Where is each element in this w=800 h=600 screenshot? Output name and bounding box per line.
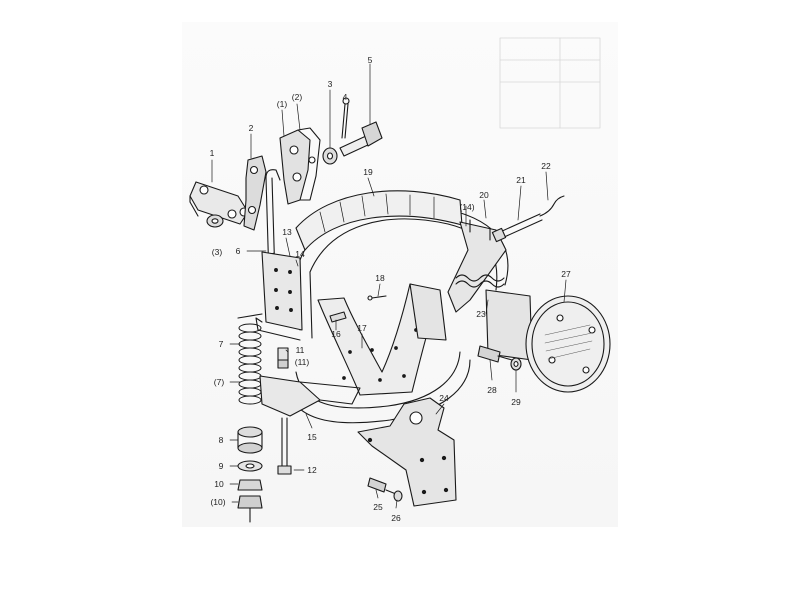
part-7-spring-stack bbox=[237, 313, 263, 405]
part-3b-washer bbox=[206, 214, 224, 228]
part-label-6: 6 bbox=[235, 246, 241, 256]
part-label-21: 21 bbox=[516, 175, 526, 185]
part-label-20: 20 bbox=[479, 190, 489, 200]
part-28-bolt bbox=[477, 345, 513, 363]
part-8-spring-cup bbox=[237, 426, 263, 454]
part-label-16: 16 bbox=[331, 329, 341, 339]
part-16-rivet bbox=[329, 311, 347, 323]
part-label-11: 11 bbox=[295, 345, 305, 355]
part-label-4: 4 bbox=[342, 92, 348, 102]
part-label-14b: (14) bbox=[459, 202, 475, 212]
part-label-19: 19 bbox=[363, 167, 373, 177]
part-label-8: 8 bbox=[218, 435, 224, 445]
part-11-bushing bbox=[277, 347, 289, 369]
leader-lines bbox=[211, 63, 567, 509]
part-9-washer bbox=[237, 460, 263, 472]
part-label-7: 7 bbox=[218, 339, 224, 349]
part-label-17: 17 bbox=[357, 323, 367, 333]
part-label-10b: (10) bbox=[210, 497, 226, 507]
part-label-13: 13 bbox=[282, 227, 292, 237]
part-label-2: 2 bbox=[248, 123, 254, 133]
part-13-14-band-end-block bbox=[255, 251, 303, 341]
part-27-brake-drum bbox=[485, 289, 611, 393]
part-1-link-plate bbox=[189, 181, 249, 225]
part-label-29: 29 bbox=[511, 397, 521, 407]
part-label-11b: (11) bbox=[294, 357, 310, 367]
part-label-27: 27 bbox=[561, 269, 571, 279]
part-label-2b: (2) bbox=[291, 92, 303, 102]
part-4-split-pin bbox=[341, 97, 350, 139]
part-label-3b: (3) bbox=[211, 247, 223, 257]
part-26-washer bbox=[393, 490, 403, 502]
part-12-bolt bbox=[277, 417, 292, 475]
part-29-washer bbox=[510, 357, 522, 371]
part-25-bolt bbox=[367, 477, 397, 495]
part-15-lower-bracket bbox=[259, 375, 361, 417]
part-label-7b: (7) bbox=[213, 377, 225, 387]
part-label-25: 25 bbox=[373, 502, 383, 512]
part-1b-2b-lever-pair bbox=[279, 127, 321, 205]
part-label-24: 24 bbox=[439, 393, 449, 403]
part-label-12: 12 bbox=[307, 465, 317, 475]
part-label-28: 28 bbox=[487, 385, 497, 395]
part-label-26: 26 bbox=[391, 513, 401, 523]
part-10-nut bbox=[237, 479, 263, 491]
part-24-support-bracket bbox=[357, 397, 457, 507]
part-21-rod bbox=[491, 213, 543, 243]
part-label-5: 5 bbox=[367, 55, 373, 65]
part-3-washer bbox=[322, 147, 338, 165]
part-label-1b: (1) bbox=[276, 99, 288, 109]
part-label-1: 1 bbox=[209, 148, 215, 158]
part-23-spring bbox=[455, 274, 505, 288]
part-2-lever bbox=[243, 155, 267, 231]
part-label-9: 9 bbox=[218, 461, 224, 471]
part-5-clevis-pin bbox=[339, 121, 383, 157]
part-label-23: 23 bbox=[476, 309, 486, 319]
part-label-3: 3 bbox=[327, 79, 333, 89]
part-label-15: 15 bbox=[307, 432, 317, 442]
part-17-lining-right bbox=[409, 283, 447, 341]
part-label-14: 14 bbox=[295, 249, 305, 259]
part-18-pin bbox=[367, 295, 387, 301]
part-10b-locknut bbox=[237, 495, 263, 523]
part-label-10: 10 bbox=[214, 479, 224, 489]
part-label-22: 22 bbox=[541, 161, 551, 171]
faded-table-ghost bbox=[499, 37, 601, 129]
part-19-lining-shell bbox=[295, 190, 463, 251]
part-label-18: 18 bbox=[375, 273, 385, 283]
part-22-cable bbox=[539, 195, 565, 217]
